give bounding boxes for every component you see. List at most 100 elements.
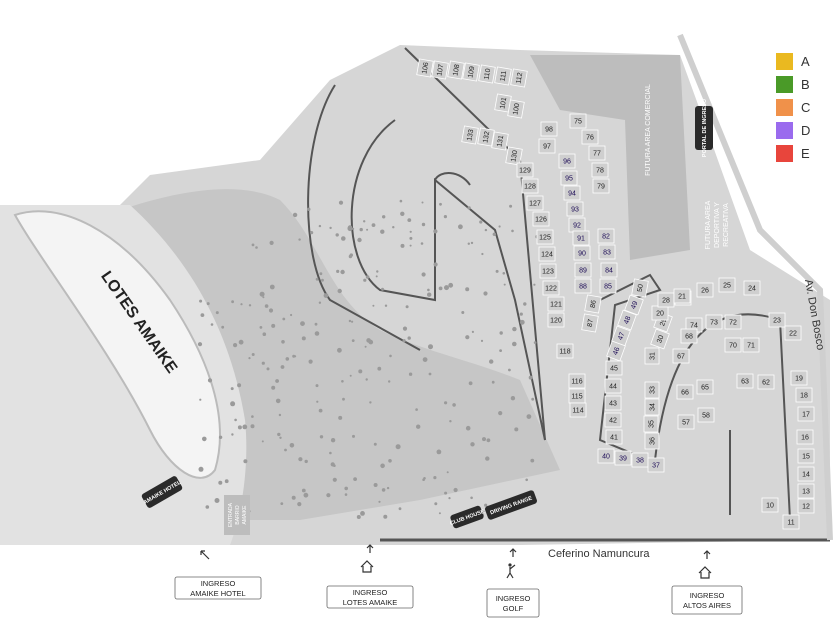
lot-94[interactable]: 94 [563,185,581,201]
lot-shape[interactable] [538,138,556,154]
lot-shape[interactable] [757,374,775,390]
lot-shape[interactable] [782,514,800,530]
lot-31[interactable]: 31 [644,347,660,365]
lot-133[interactable]: 133 [461,125,479,145]
lot-40[interactable]: 40 [597,448,615,464]
lot-shape[interactable] [797,483,815,499]
lot-shape[interactable] [643,415,659,433]
lot-shape[interactable] [743,280,761,296]
lot-130[interactable]: 130 [505,146,523,166]
lot-shape[interactable] [560,170,578,186]
lot-131[interactable]: 131 [491,131,509,151]
lot-125[interactable]: 125 [536,229,554,245]
lot-shape[interactable] [644,347,660,365]
lot-shape[interactable] [724,314,742,330]
lot-shape[interactable] [536,229,554,245]
lot-35[interactable]: 35 [643,415,659,433]
lot-shape[interactable] [431,60,449,80]
lot-shape[interactable] [796,429,814,445]
lot-shape[interactable] [605,360,623,376]
lot-shape[interactable] [604,395,622,411]
lot-shape[interactable] [494,66,512,86]
lot-108[interactable]: 108 [447,60,465,80]
lot-shape[interactable] [599,278,617,294]
lot-42[interactable]: 42 [604,412,622,428]
lot-shape[interactable] [797,448,815,464]
lot-111[interactable]: 111 [494,66,512,86]
lot-128[interactable]: 128 [521,178,539,194]
lot-shape[interactable] [542,280,560,296]
lot-shape[interactable] [574,278,592,294]
lot-shape[interactable] [461,125,479,145]
lot-shape[interactable] [705,314,723,330]
lot-89[interactable]: 89 [574,262,592,278]
lot-50[interactable]: 50 [631,278,649,298]
lot-shape[interactable] [597,448,615,464]
lot-34[interactable]: 34 [644,398,660,416]
lot-124[interactable]: 124 [538,246,556,262]
lot-shape[interactable] [588,145,606,161]
lot-shape[interactable] [584,294,602,314]
lot-shape[interactable] [724,337,742,353]
lot-shape[interactable] [516,162,534,178]
lot-shape[interactable] [631,278,649,298]
lot-shape[interactable] [768,312,786,328]
lot-88[interactable]: 88 [574,278,592,294]
lot-96[interactable]: 96 [558,153,576,169]
lot-10[interactable]: 10 [761,497,779,513]
lot-shape[interactable] [563,185,581,201]
lot-shape[interactable] [592,178,610,194]
lot-118[interactable]: 118 [556,343,574,359]
lot-shape[interactable] [644,398,660,416]
lot-33[interactable]: 33 [644,381,660,399]
lot-14[interactable]: 14 [797,466,815,482]
lot-82[interactable]: 82 [597,228,615,244]
lot-85[interactable]: 85 [599,278,617,294]
lot-shape[interactable] [521,178,539,194]
lot-97[interactable]: 97 [538,138,556,154]
lot-17[interactable]: 17 [797,406,815,422]
lot-98[interactable]: 98 [540,121,558,137]
lot-11[interactable]: 11 [782,514,800,530]
lot-shape[interactable] [644,381,660,399]
lot-76[interactable]: 76 [581,129,599,145]
lot-shape[interactable] [532,211,550,227]
lot-90[interactable]: 90 [573,245,591,261]
lot-77[interactable]: 77 [588,145,606,161]
lot-shape[interactable] [556,343,574,359]
lot-15[interactable]: 15 [797,448,815,464]
lot-shape[interactable] [614,450,632,466]
lot-shape[interactable] [566,201,584,217]
lot-70[interactable]: 70 [724,337,742,353]
lot-91[interactable]: 91 [572,230,590,246]
lot-shape[interactable] [606,340,626,362]
lot-78[interactable]: 78 [591,162,609,178]
lot-38[interactable]: 38 [631,452,649,468]
lot-shape[interactable] [677,414,695,430]
lot-shape[interactable] [477,127,495,147]
lot-129[interactable]: 129 [516,162,534,178]
lot-shape[interactable] [676,384,694,400]
lot-22[interactable]: 22 [784,325,802,341]
lot-shape[interactable] [510,68,528,88]
lot-25[interactable]: 25 [718,277,736,293]
lot-shape[interactable] [680,328,698,344]
lot-shape[interactable] [605,429,623,445]
lot-shape[interactable] [568,373,586,389]
lot-57[interactable]: 57 [677,414,695,430]
lot-30[interactable]: 30 [650,328,670,350]
lot-shape[interactable] [797,406,815,422]
lot-95[interactable]: 95 [560,170,578,186]
lot-62[interactable]: 62 [757,374,775,390]
lot-72[interactable]: 72 [724,314,742,330]
lot-shape[interactable] [547,312,565,328]
lot-13[interactable]: 13 [797,483,815,499]
lot-49[interactable]: 49 [624,294,644,316]
lot-75[interactable]: 75 [569,113,587,129]
lot-109[interactable]: 109 [462,62,480,82]
lot-41[interactable]: 41 [605,429,623,445]
lot-shape[interactable] [696,282,714,298]
